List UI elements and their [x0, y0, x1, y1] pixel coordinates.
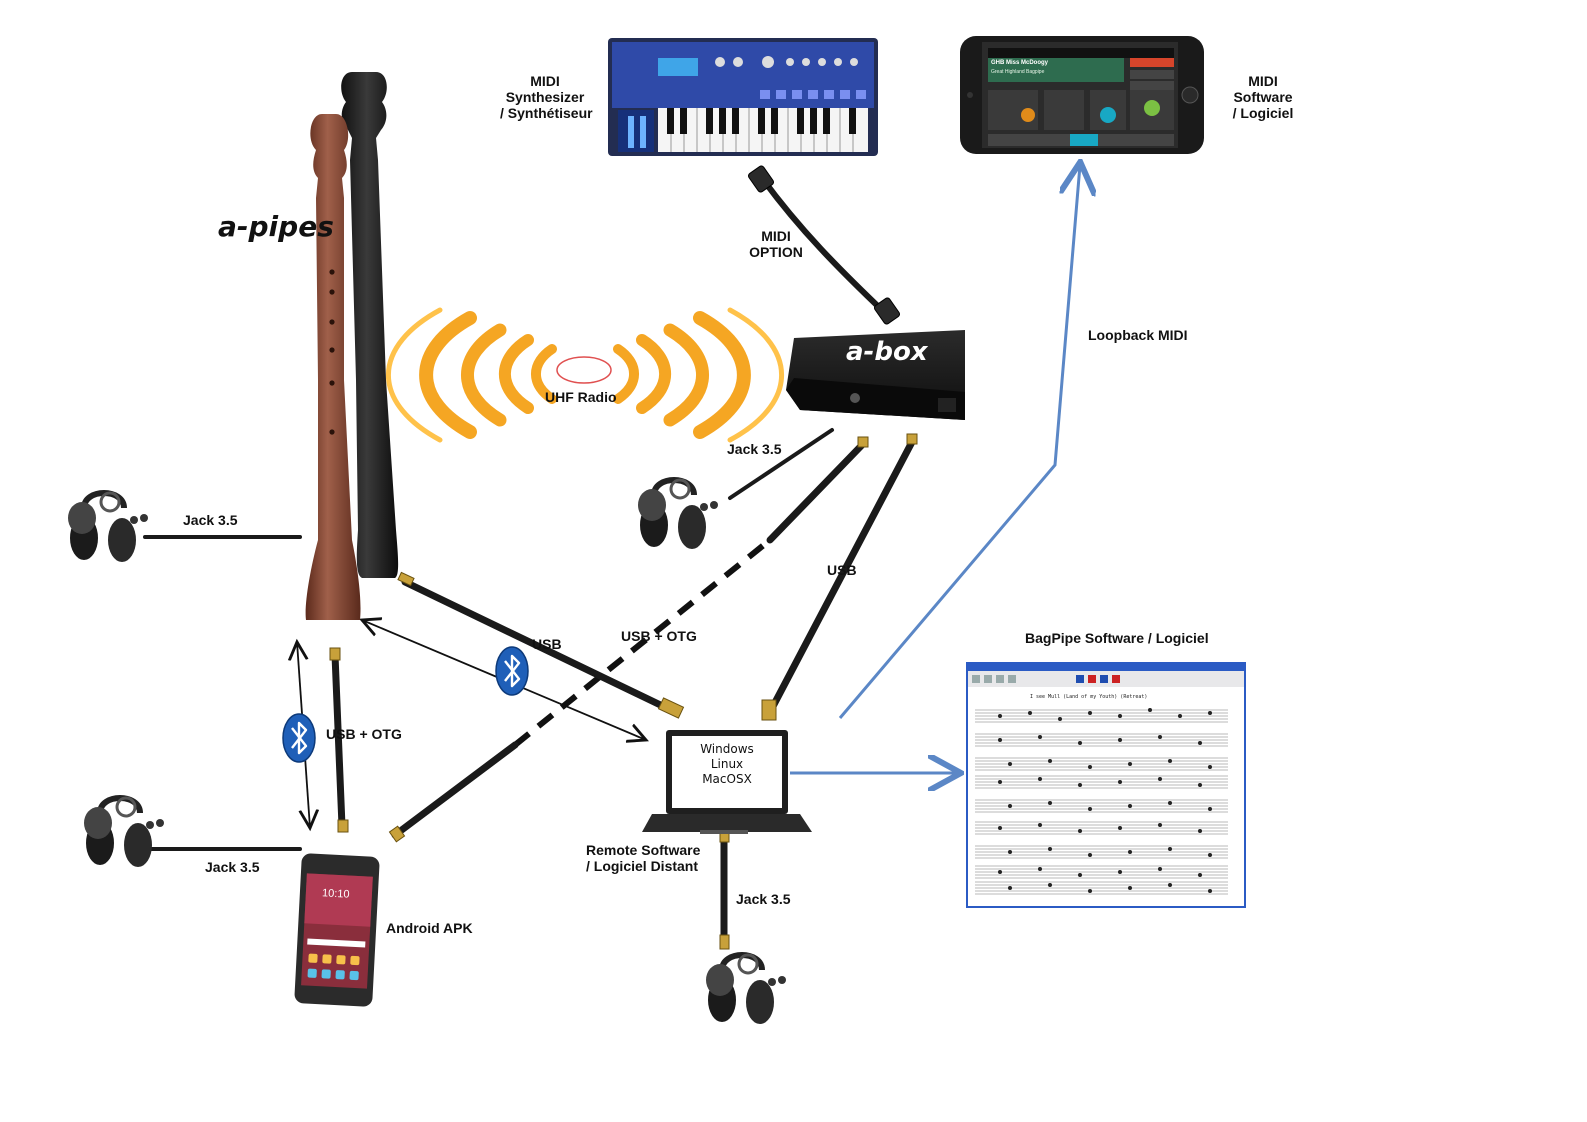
android-phone	[294, 853, 380, 1007]
uhf-radio-label: UHF Radio	[545, 389, 617, 405]
midi-plugs	[747, 165, 901, 325]
os-macosx: MacOSX	[702, 772, 752, 786]
usb-otg-phone-abox-label: USB + OTG	[621, 628, 697, 644]
midi-synthesizer	[608, 38, 878, 156]
jack-cable-abox	[728, 428, 834, 500]
jack-laptop-label: Jack 3.5	[736, 891, 791, 907]
headphones-icon-phone	[84, 795, 164, 867]
jack-phone-label: Jack 3.5	[205, 859, 260, 875]
apipes-brown-chanter	[305, 114, 361, 620]
os-linux: Linux	[710, 757, 744, 771]
bagpipe-software-window	[966, 662, 1246, 908]
headphones-icon-pipes	[68, 490, 148, 562]
usb-otg-pipes-phone-label: USB + OTG	[326, 726, 402, 742]
midi-software-phone	[960, 36, 1204, 154]
usb-cable-abox-laptop	[766, 438, 916, 716]
os-windows: Windows	[700, 742, 754, 756]
bluetooth-icon-phone-link	[282, 713, 316, 763]
uhf-radio-waves	[386, 307, 784, 443]
sheet-music-title: I see Mull (Land of my Youth) (Retreat)	[1030, 694, 1148, 700]
jack-pipes-label: Jack 3.5	[183, 512, 238, 528]
sheet-music-notes	[998, 708, 1212, 893]
headphones-icon-abox	[638, 477, 718, 549]
midi-software-label: MIDI Software / Logiciel	[1232, 73, 1294, 121]
apipes-black-chanter	[341, 72, 399, 578]
midi-cable	[759, 175, 887, 315]
apipes-title: a-pipes	[218, 210, 334, 243]
loopback-midi-label: Loopback MIDI	[1088, 327, 1188, 343]
sheet-music-staves	[974, 709, 1229, 895]
remote-software-label: Remote Software / Logiciel Distant	[586, 842, 701, 874]
laptop-os-list: Windows Linux MacOSX	[672, 742, 782, 787]
bagpipe-software-label: BagPipe Software / Logiciel	[1025, 630, 1209, 646]
usb-cable-phone-abox	[391, 741, 519, 839]
usb-cable-pipes-laptop	[401, 578, 679, 716]
midi-synth-label: MIDI Synthesizer / Synthétiseur	[500, 73, 593, 121]
cable-connectors	[329, 433, 918, 950]
bluetooth-icon-laptop-link	[495, 646, 529, 696]
usb-pipes-laptop-label: USB	[532, 636, 562, 652]
usb-abox-laptop-label: USB	[827, 562, 857, 578]
phone-screen-title: GHB Miss McDoogy	[991, 60, 1049, 66]
loopback-midi-arrow	[838, 165, 1080, 719]
jack-abox-label: Jack 3.5	[727, 441, 782, 457]
midi-option-label: MIDI OPTION	[749, 228, 803, 260]
android-clock: 10:10	[321, 887, 350, 901]
phone-screen-subtitle: Great Highland Bagpipe	[991, 69, 1045, 75]
headphones-icon-laptop	[706, 952, 786, 1024]
abox-device	[786, 330, 965, 420]
abox-title: a-box	[846, 337, 928, 367]
laptop-device	[642, 730, 812, 834]
usb-cable-pipes-phone	[331, 651, 346, 830]
android-apk-label: Android APK	[386, 920, 473, 936]
